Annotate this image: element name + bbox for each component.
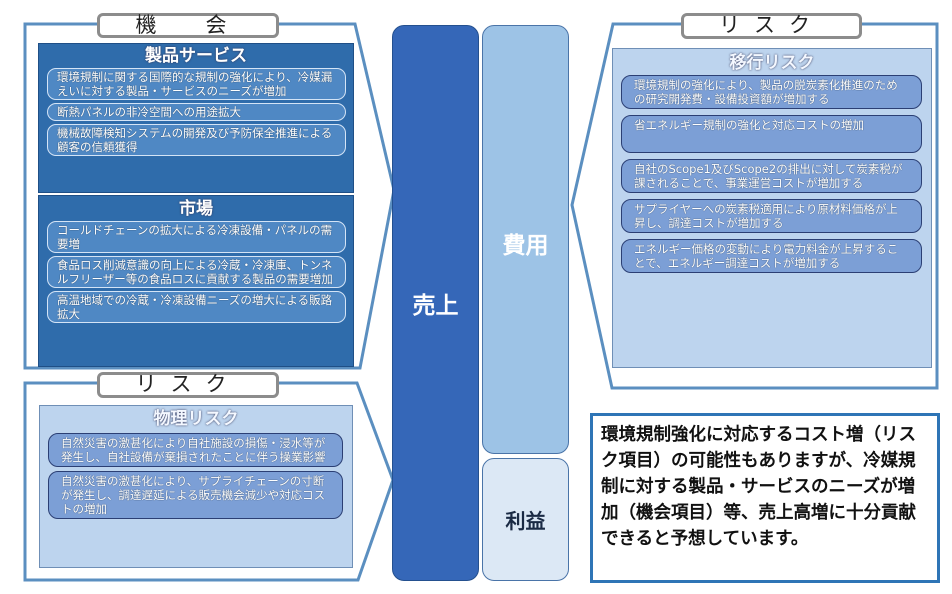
- sales-label: 売上: [412, 293, 459, 319]
- list-item: 環境規制に関する国際的な規制の強化により、冷媒漏えいに対する製品・サービスのニー…: [47, 68, 346, 100]
- list-item: 高温地域での冷蔵・冷凍設備ニーズの増大による販路拡大: [47, 291, 346, 323]
- market-panel: 市場 コールドチェーンの拡大による冷凍設備・パネルの需要増 食品ロス削減意識の向…: [38, 195, 354, 367]
- list-item: エネルギー価格の変動により電力料金が上昇することで、エネルギー調達コストが増加す…: [621, 239, 922, 273]
- list-item: 自然災害の激甚化により、サプライチェーンの寸断が発生し、調達遅延による販売機会減…: [48, 471, 343, 519]
- product-service-title: 製品サービス: [145, 46, 247, 66]
- physical-risk-title: 物理リスク: [153, 409, 239, 429]
- list-item: 自社のScope1及びScope2の排出に対して炭素税が課されることで、事業運営…: [621, 159, 922, 193]
- list-item: 機械故障検知システムの開発及び予防保全推進による顧客の信頼獲得: [47, 124, 346, 156]
- market-title: 市場: [179, 199, 213, 219]
- summary-note: 環境規制強化に対応するコスト増（リスク項目）の可能性もありますが、冷媒規制に対す…: [590, 413, 940, 583]
- list-item: サプライヤーへの炭素税適用により原材料価格が上昇し、調達コストが増加する: [621, 199, 922, 233]
- transition-risk-label: リスク: [681, 13, 862, 39]
- opportunity-label: 機 会: [97, 13, 279, 38]
- profit-label: 利益: [505, 509, 546, 533]
- list-item: 自然災害の激甚化により自社施設の損傷・浸水等が発生し、自社設備が棄損されたことに…: [48, 433, 343, 467]
- transition-risk-panel: 移行リスク 環境規制の強化により、製品の脱炭素化推進のための研究開発費・設備投資…: [612, 48, 932, 368]
- transition-risk-frame: [570, 22, 939, 390]
- opportunity-frame: [23, 22, 396, 370]
- transition-risk-title: 移行リスク: [729, 53, 815, 73]
- list-item: 断熱パネルの非冷空間への用途拡大: [47, 103, 346, 121]
- list-item: 省エネルギー規制の強化と対応コストの増加: [621, 115, 922, 153]
- list-item: 食品ロス削減意識の向上による冷蔵・冷凍庫、トンネルフリーザー等の食品ロスに貢献す…: [47, 256, 346, 288]
- physical-risk-label: リスク: [97, 372, 279, 398]
- profit-bar: 利益: [482, 458, 569, 581]
- costs-label: 費用: [502, 233, 549, 259]
- list-item: 環境規制の強化により、製品の脱炭素化推進のための研究開発費・設備投資額が増加する: [621, 75, 922, 109]
- product-service-panel: 製品サービス 環境規制に関する国際的な規制の強化により、冷媒漏えいに対する製品・…: [38, 43, 354, 193]
- list-item: コールドチェーンの拡大による冷凍設備・パネルの需要増: [47, 221, 346, 253]
- sales-bar: 売上: [392, 25, 479, 581]
- physical-risk-frame: [23, 381, 395, 582]
- costs-bar: 費用: [482, 25, 569, 454]
- physical-risk-panel: 物理リスク 自然災害の激甚化により自社施設の損傷・浸水等が発生し、自社設備が棄損…: [39, 405, 353, 568]
